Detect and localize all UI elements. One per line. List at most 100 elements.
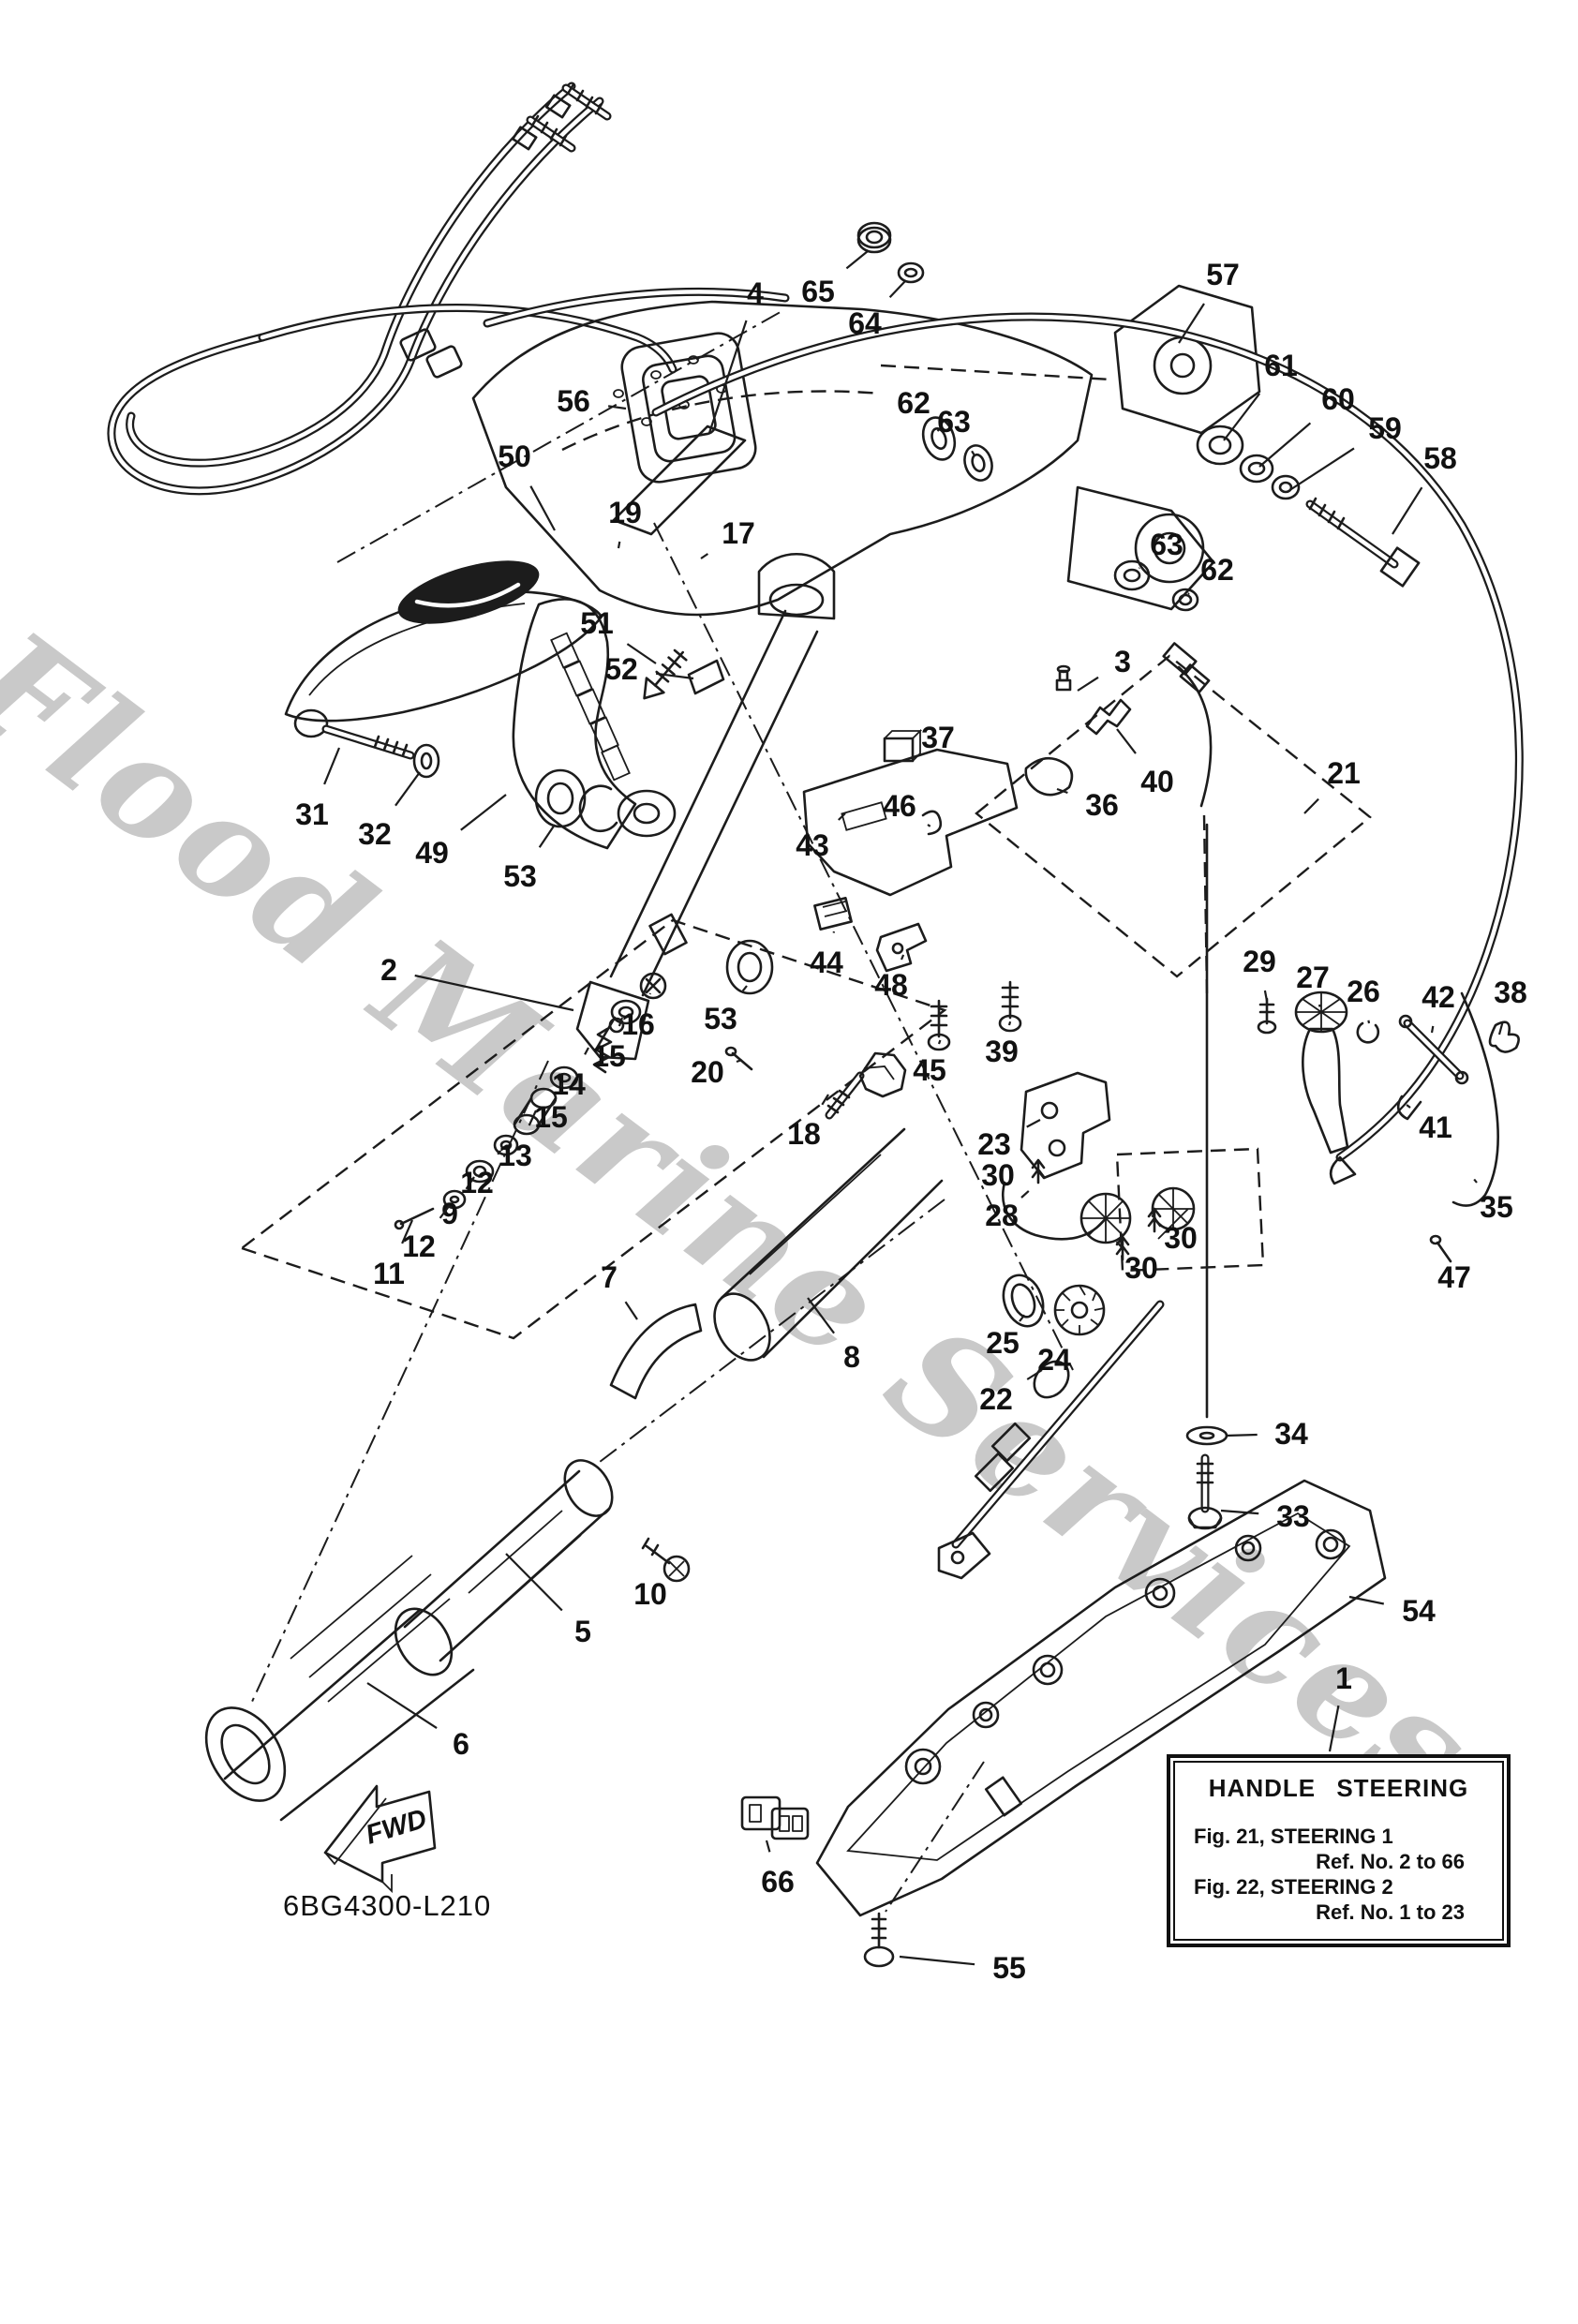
callout-34-leader bbox=[1225, 1433, 1258, 1438]
callout-43-label: 43 bbox=[796, 828, 829, 862]
callout-12-leader bbox=[439, 1204, 451, 1219]
callout-9-label: 9 bbox=[441, 1197, 458, 1230]
info-line-fig22: Fig. 22, STEERING 2 bbox=[1194, 1875, 1393, 1899]
grommet-56-drawing bbox=[620, 332, 757, 484]
callout-layer: 1234567891011121213141515161718192021222… bbox=[295, 250, 1527, 1985]
fasteners-64-65-drawing bbox=[856, 221, 925, 284]
callout-28-leader bbox=[1020, 1190, 1030, 1199]
callout-58-label: 58 bbox=[1423, 441, 1457, 475]
callout-50-leader bbox=[529, 485, 556, 531]
callout-57-label: 57 bbox=[1206, 258, 1240, 291]
callout-66-label: 66 bbox=[761, 1865, 795, 1899]
callout-59-label: 59 bbox=[1368, 411, 1402, 445]
callout-64-leader bbox=[888, 280, 906, 298]
callout-2-label: 2 bbox=[380, 953, 397, 987]
cable-28-cluster-drawing bbox=[1002, 1147, 1265, 1336]
callout-27-label: 27 bbox=[1296, 961, 1330, 994]
callout-57-leader bbox=[1178, 303, 1205, 344]
callout-45-leader bbox=[937, 1039, 942, 1045]
callout-62-label: 62 bbox=[1200, 553, 1234, 587]
callout-63-label: 63 bbox=[937, 405, 971, 439]
callout-30-label: 30 bbox=[1124, 1251, 1158, 1285]
callout-4-label: 4 bbox=[747, 276, 764, 310]
callout-8-label: 8 bbox=[843, 1340, 860, 1374]
callout-66-leader bbox=[765, 1840, 771, 1853]
callout-5-leader bbox=[505, 1553, 563, 1612]
callout-47-leader bbox=[1439, 1246, 1443, 1249]
callout-65-label: 65 bbox=[801, 275, 835, 308]
pin-20-knob-18-drawing bbox=[724, 1046, 907, 1120]
callout-50-label: 50 bbox=[498, 439, 531, 473]
callout-46-label: 46 bbox=[883, 789, 916, 823]
callout-9-leader bbox=[465, 1176, 475, 1190]
handle-tube-parts-drawing bbox=[204, 1060, 945, 1822]
callout-53-label: 53 bbox=[503, 859, 537, 893]
callout-4-leader bbox=[707, 320, 748, 434]
info-line-fig21: Fig. 21, STEERING 1 bbox=[1194, 1825, 1393, 1848]
callout-18-leader bbox=[821, 1094, 829, 1106]
callout-3-leader bbox=[1077, 676, 1099, 692]
callout-31-leader bbox=[323, 747, 341, 785]
callout-6-leader bbox=[366, 1682, 438, 1730]
steering-bracket-body-drawing bbox=[471, 300, 1215, 1371]
callout-22-leader bbox=[1026, 1369, 1043, 1380]
callout-63-label: 63 bbox=[1150, 528, 1184, 561]
callout-11-label: 11 bbox=[373, 1257, 405, 1290]
callout-63-leader bbox=[971, 450, 975, 456]
callout-23-leader bbox=[1026, 1119, 1041, 1128]
callout-35-label: 35 bbox=[1480, 1190, 1513, 1224]
callout-34-label: 34 bbox=[1274, 1417, 1308, 1451]
callout-1-label: 1 bbox=[1335, 1661, 1352, 1695]
callout-62-leader bbox=[936, 428, 940, 432]
callout-52-leader bbox=[655, 672, 694, 680]
callout-53-leader bbox=[741, 985, 748, 992]
callout-19-label: 19 bbox=[608, 496, 642, 529]
callout-39-leader bbox=[1007, 1020, 1012, 1026]
callout-17-leader bbox=[700, 553, 709, 559]
fwd-label: FWD bbox=[363, 1804, 431, 1851]
callout-14-leader bbox=[584, 1047, 589, 1055]
callout-27-leader bbox=[1317, 1004, 1321, 1007]
mount-plate-cluster-drawing bbox=[802, 664, 1132, 1051]
plate-4-drawing bbox=[612, 425, 747, 536]
callout-13-label: 13 bbox=[499, 1139, 532, 1172]
callout-10-label: 10 bbox=[633, 1577, 667, 1611]
steering-rod-22-drawing bbox=[937, 823, 1228, 1580]
callout-55-leader bbox=[899, 1955, 975, 1966]
callout-65-leader bbox=[845, 250, 869, 270]
callout-31-label: 31 bbox=[295, 797, 329, 831]
callout-51-label: 51 bbox=[580, 606, 614, 640]
callout-18-label: 18 bbox=[787, 1117, 821, 1151]
callout-32-label: 32 bbox=[358, 817, 392, 851]
callout-28-label: 28 bbox=[985, 1199, 1019, 1232]
callout-15-label: 15 bbox=[592, 1039, 626, 1073]
callout-33-label: 33 bbox=[1276, 1499, 1310, 1533]
info-line-ref2: Ref. No. 1 to 23 bbox=[1316, 1900, 1465, 1924]
callout-25-label: 25 bbox=[986, 1326, 1020, 1360]
info-box-title: HANDLE STEERING bbox=[1208, 1774, 1469, 1802]
callout-24-label: 24 bbox=[1037, 1343, 1071, 1377]
callout-38-label: 38 bbox=[1494, 976, 1527, 1009]
callout-43-leader bbox=[838, 812, 846, 821]
callout-12-leader bbox=[497, 1150, 501, 1155]
callout-37-label: 37 bbox=[921, 721, 955, 754]
callout-16-label: 16 bbox=[621, 1007, 655, 1041]
callout-11-leader bbox=[401, 1219, 414, 1244]
washers-62-63-upper-drawing bbox=[921, 416, 993, 482]
callout-42-leader bbox=[1430, 1025, 1435, 1034]
callout-46-leader bbox=[927, 824, 931, 827]
figure-info-box-inner-border: HANDLE STEERING Fig. 21, STEERING 1 Ref.… bbox=[1173, 1761, 1504, 1941]
figure-info-box: HANDLE STEERING Fig. 21, STEERING 1 Ref.… bbox=[1167, 1754, 1511, 1947]
callout-12-label: 12 bbox=[460, 1166, 494, 1199]
screw-55-drawing bbox=[863, 1912, 895, 1968]
callout-58-leader bbox=[1392, 486, 1423, 535]
lower-housing-54-drawing bbox=[740, 1479, 1387, 1968]
callout-26-label: 26 bbox=[1347, 975, 1380, 1008]
callout-45-label: 45 bbox=[913, 1053, 946, 1087]
callout-42-label: 42 bbox=[1422, 980, 1455, 1014]
callout-49-leader bbox=[460, 794, 507, 831]
callout-6-label: 6 bbox=[453, 1727, 469, 1761]
info-line-ref1: Ref. No. 2 to 66 bbox=[1316, 1850, 1465, 1873]
callout-30-leader bbox=[1151, 1214, 1156, 1219]
